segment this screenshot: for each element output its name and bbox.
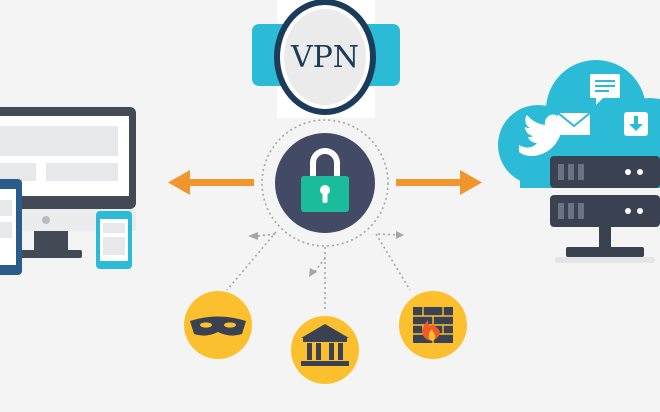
monitor-stand <box>34 231 68 251</box>
connector-mask <box>226 231 277 291</box>
threat-mask <box>184 291 252 359</box>
threat-connectors <box>226 231 411 312</box>
firewall-icon <box>413 307 453 343</box>
devices-icon <box>0 107 136 275</box>
connector-arrowheads <box>248 231 404 277</box>
server-base <box>566 247 644 257</box>
chat-icon <box>590 74 620 105</box>
server-stand <box>599 227 611 249</box>
arrow-left <box>168 170 254 195</box>
vpn-badge: VPN <box>252 0 400 118</box>
padlock-icon <box>301 148 349 212</box>
threat-firewall <box>399 291 467 359</box>
bank-icon <box>301 324 349 366</box>
connector-firewall <box>375 233 411 291</box>
download-icon <box>624 112 648 136</box>
hub-dotted-ring <box>261 119 389 247</box>
cloud-server-icon <box>498 60 660 263</box>
server-unit-2 <box>550 195 660 227</box>
vpn-label: VPN <box>290 40 359 75</box>
arrow-right <box>396 170 482 195</box>
padlock-hub <box>261 119 389 247</box>
mail-icon <box>557 112 591 135</box>
connector-stub-left <box>257 233 277 237</box>
server-unit-1 <box>550 156 660 188</box>
threat-bank <box>291 316 359 384</box>
connector-stub-right <box>377 233 399 236</box>
twitter-icon <box>519 114 568 156</box>
mask-icon <box>190 316 246 336</box>
